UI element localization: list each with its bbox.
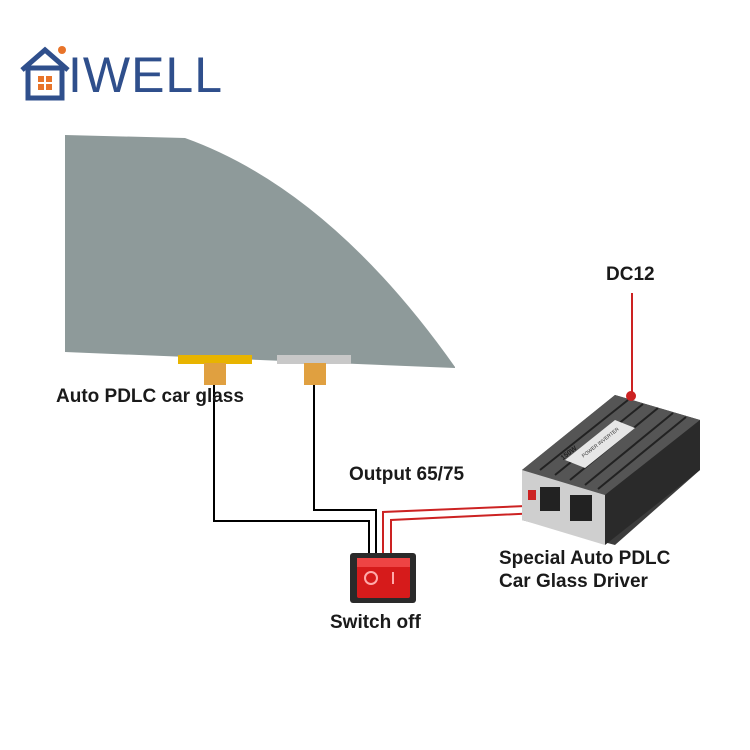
- logo-wordmark: IWELL: [68, 47, 224, 103]
- red-wires: [382, 293, 633, 555]
- output-label: Output 65/75: [349, 464, 465, 485]
- driver-label-line2: Car Glass Driver: [499, 571, 648, 592]
- rocker-switch: [350, 553, 416, 603]
- electrode-strip-left: [178, 355, 252, 364]
- switch-label: Switch off: [330, 612, 421, 633]
- logo-house-icon: [20, 46, 70, 101]
- dc-label: DC12: [606, 264, 655, 285]
- glass-label: Auto PDLC car glass: [56, 386, 244, 407]
- driver-label-line1: Special Auto PDLC: [499, 548, 671, 569]
- connector-right: [304, 363, 326, 385]
- black-wires: [213, 385, 377, 555]
- electrode-strip-right: [277, 355, 351, 364]
- power-inverter: [522, 391, 700, 545]
- car-glass-panel: [65, 135, 455, 368]
- connector-left: [204, 363, 226, 385]
